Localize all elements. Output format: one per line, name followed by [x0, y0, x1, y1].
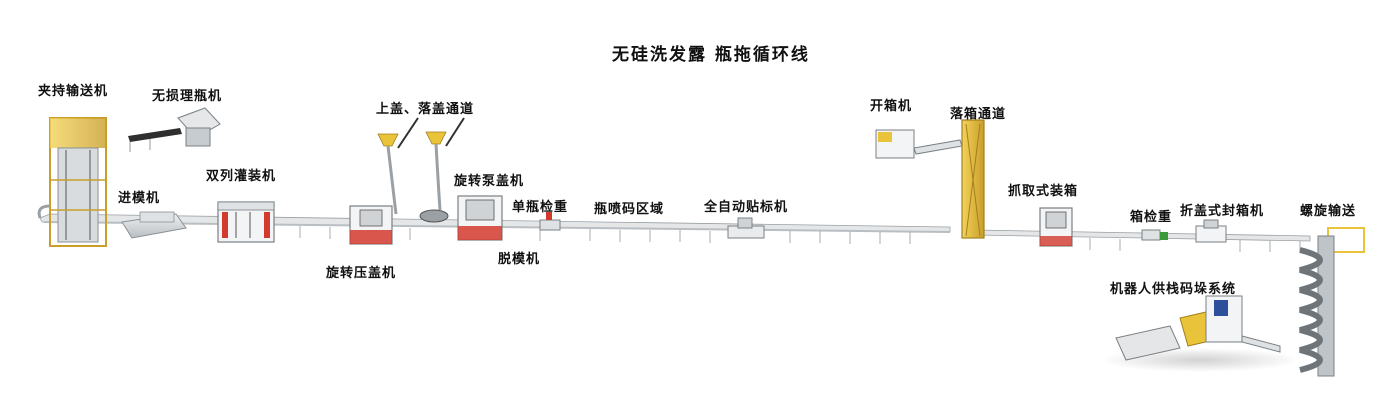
label-case-erector: 开箱机	[870, 99, 913, 114]
flap-case-sealer-machine	[1195, 219, 1227, 243]
rotary-press-capper-machine	[349, 205, 393, 245]
label-flap-case-sealer: 折盖式封箱机	[1180, 204, 1265, 219]
label-spiral-conveyor: 螺旋输送	[1300, 204, 1357, 219]
label-inkjet-zone: 瓶喷码区域	[594, 202, 665, 217]
diagram-title: 无硅洗发露 瓶拖循环线	[612, 45, 810, 65]
spiral-conveyor	[1299, 227, 1365, 377]
case-drop-tower	[961, 119, 985, 239]
conveyor-legs	[299, 226, 911, 244]
case-erector-machine	[875, 129, 963, 159]
label-puck-unloader: 脱模机	[498, 252, 541, 267]
dual-filler-machine	[217, 201, 275, 243]
label-dual-filler: 双列灌装机	[206, 169, 277, 184]
label-single-checkweigher: 单瓶检重	[512, 200, 569, 215]
label-rotary-press-capper: 旋转压盖机	[326, 266, 397, 281]
label-rotary-pump-capper: 旋转泵盖机	[454, 174, 525, 189]
rotary-pump-capper-machine	[457, 195, 503, 241]
label-cap-chutes: 上盖、落盖通道	[376, 102, 475, 117]
label-auto-labeler: 全自动贴标机	[704, 200, 789, 215]
unscrambler-machine	[128, 107, 221, 152]
single-checkweigher-machine	[539, 212, 561, 231]
case-checkweigher-machine	[1141, 229, 1168, 241]
label-clamp-conveyor: 夹持输送机	[38, 84, 109, 99]
pick-case-packer-machine	[1039, 207, 1073, 247]
cap-chutes	[377, 117, 465, 223]
puck-loader-machine	[121, 211, 187, 239]
label-puck-loader: 进模机	[118, 191, 161, 206]
label-unscrambler: 无损理瓶机	[152, 89, 223, 104]
clamp-conveyor-tower	[37, 117, 107, 247]
label-pick-case-packer: 抓取式装箱	[1008, 184, 1079, 199]
robot-palletizer-system	[1100, 295, 1300, 372]
auto-labeler-machine	[727, 217, 765, 239]
label-case-checkweigher: 箱检重	[1130, 210, 1173, 225]
label-robot-palletizer: 机器人供栈码垛系统	[1110, 282, 1237, 297]
label-case-drop-channel: 落箱通道	[950, 107, 1007, 122]
